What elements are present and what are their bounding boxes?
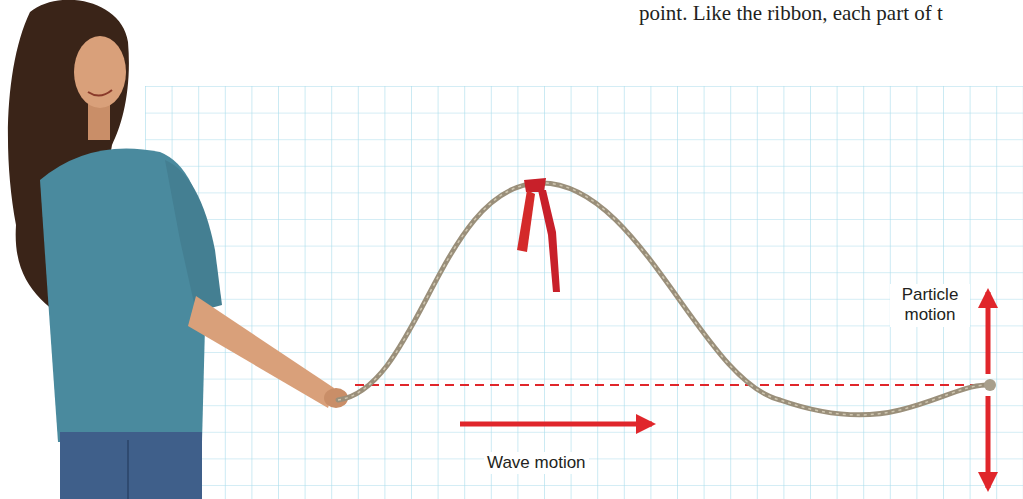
ribbon [517, 178, 560, 292]
wave-motion-arrow [460, 422, 652, 427]
particle-motion-arrow-up [986, 292, 991, 374]
girl-figure [8, 0, 348, 499]
particle-motion-label: Particle motion [890, 284, 970, 327]
wave-motion-label: Wave motion [484, 452, 589, 474]
body-text: point. Like the ribbon, each part of t [636, 0, 946, 27]
particle-motion-arrow-down [986, 396, 991, 488]
rope-knot [984, 379, 996, 391]
grid-paper [145, 86, 1023, 499]
rope [338, 183, 986, 415]
rest-line [355, 384, 985, 386]
rope-twist [338, 183, 986, 415]
